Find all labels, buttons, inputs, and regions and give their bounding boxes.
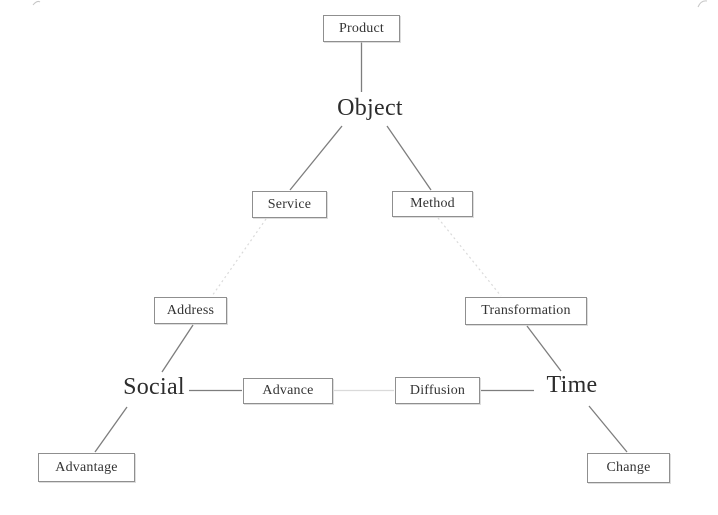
- node-advantage: Advantage: [38, 453, 135, 482]
- edge-transformation-time: [526, 325, 562, 372]
- hub-label-object: Object: [337, 95, 403, 121]
- edge-object-method: [386, 125, 432, 191]
- node-product: Product: [323, 15, 400, 42]
- top-right-mark: [697, 0, 708, 8]
- node-transformation: Transformation: [465, 297, 587, 325]
- edge-service-address: [211, 218, 267, 297]
- edge-time-change: [588, 405, 628, 453]
- node-address: Address: [154, 297, 227, 324]
- node-diffusion: Diffusion: [395, 377, 480, 404]
- hub-label-social: Social: [123, 374, 185, 400]
- node-method: Method: [392, 191, 473, 217]
- node-advance: Advance: [243, 378, 333, 404]
- edge-method-transformation: [437, 217, 502, 297]
- node-service: Service: [252, 191, 327, 218]
- node-change: Change: [587, 453, 670, 483]
- top-left-mark: [32, 0, 41, 6]
- edge-object-service: [289, 125, 343, 191]
- hub-label-time: Time: [546, 372, 598, 398]
- edge-address-social: [161, 324, 194, 373]
- edge-social-advantage: [94, 406, 128, 453]
